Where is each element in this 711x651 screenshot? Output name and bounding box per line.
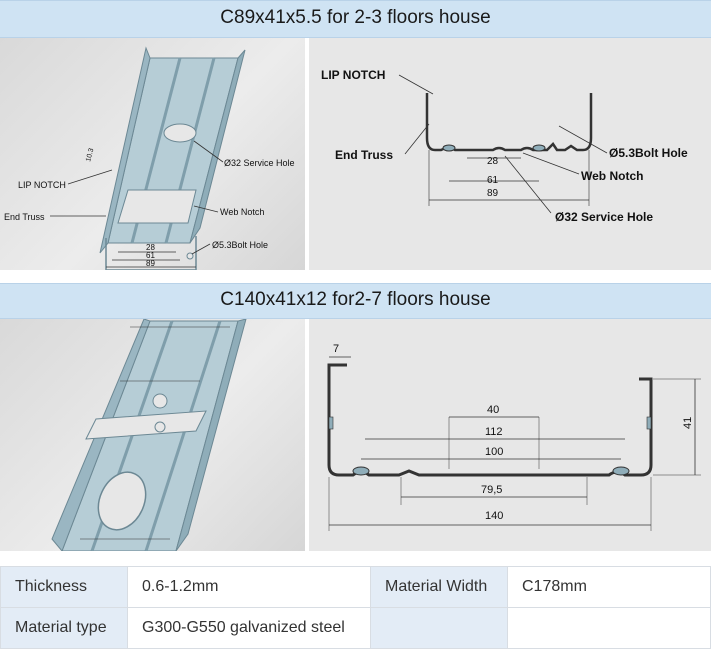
table-row: Material type G300-G550 galvanized steel: [0, 607, 711, 649]
iso1-bolt-hole-label: Ø5.3Bolt Hole: [212, 240, 268, 250]
xs1-dim-89: 89: [487, 188, 499, 199]
iso1-web-notch-label: Web Notch: [220, 207, 264, 217]
xs2-dim-100: 100: [485, 446, 503, 458]
xs2-dim-140: 140: [485, 510, 503, 522]
xs2-dim-112: 112: [485, 426, 503, 438]
iso1-dim-61: 61: [146, 251, 155, 260]
stud-end-profile: [105, 236, 197, 270]
section2-header: C140x41x12 for2-7 floors house: [0, 283, 711, 319]
section1-crosssection-drawing: LIP NOTCH End Truss Ø5.3Bolt Hole Web No…: [321, 68, 688, 224]
service-hole: [163, 123, 197, 143]
material-width-value: C178mm: [507, 566, 711, 608]
xs1-end-truss-label: End Truss: [335, 148, 393, 162]
material-width-label: Material Width: [370, 566, 508, 608]
section2-iso-panel: [0, 319, 305, 551]
section2-crosssection-drawing: 7 40 112 100 79,5 140 41: [327, 343, 701, 531]
iso1-end-truss-label: End Truss: [4, 212, 45, 222]
section1-iso-panel: LIP NOTCH End Truss Ø32 Service Hole Web…: [0, 38, 305, 270]
thickness-value: 0.6-1.2mm: [127, 566, 371, 608]
xs1-service-hole-label: Ø32 Service Hole: [555, 210, 653, 224]
empty-label: [370, 607, 508, 649]
c-profile: [327, 363, 653, 477]
iso1-dim-side: 10.3: [85, 147, 95, 162]
stud-right-flange: [189, 49, 246, 244]
material-type-label: Material type: [0, 607, 128, 649]
xs1-dim-28: 28: [487, 156, 499, 167]
service-slot: [97, 471, 147, 531]
web-notch-band: [85, 410, 207, 440]
xs1-dim-61: 61: [487, 175, 499, 186]
xs1-lip-notch-label: LIP NOTCH: [321, 68, 385, 82]
thickness-label: Thickness: [0, 566, 128, 608]
section1-header: C89x41x5.5 for 2-3 floors house: [0, 0, 711, 38]
iso1-dim-89: 89: [146, 259, 155, 268]
xs2-dim-40: 40: [487, 404, 499, 416]
section1-crosssection-panel: LIP NOTCH End Truss Ø5.3Bolt Hole Web No…: [309, 38, 711, 270]
xs1-web-notch-label: Web Notch: [581, 169, 643, 183]
table-row: Thickness 0.6-1.2mm Material Width C178m…: [0, 566, 711, 608]
c-profile: [425, 93, 593, 152]
stud-right-flange: [175, 319, 247, 551]
xs2-dim-795: 79,5: [481, 484, 502, 496]
bolt-hole: [154, 421, 166, 433]
iso1-dim-28: 28: [146, 243, 155, 252]
section2-iso-drawing: [51, 319, 247, 551]
section2-title: C140x41x12 for2-7 floors house: [220, 289, 491, 310]
iso1-lip-notch-label: LIP NOTCH: [18, 180, 66, 190]
section1-title: C89x41x5.5 for 2-3 floors house: [220, 7, 491, 28]
web-notch-band: [117, 189, 197, 224]
bolt-hole: [186, 252, 194, 260]
iso1-service-hole-label: Ø32 Service Hole: [224, 158, 295, 168]
empty-value: [507, 607, 711, 649]
specs-table: Thickness 0.6-1.2mm Material Width C178m…: [0, 566, 711, 649]
xs2-dim-41: 41: [682, 417, 694, 429]
material-type-value: G300-G550 galvanized steel: [127, 607, 371, 649]
section2-crosssection-panel: 7 40 112 100 79,5 140 41: [309, 319, 711, 551]
xs1-bolt-hole-label: Ø5.3Bolt Hole: [609, 146, 688, 160]
bolt-hole: [152, 393, 168, 409]
section1-iso-drawing: LIP NOTCH End Truss Ø32 Service Hole Web…: [4, 46, 295, 270]
xs2-dim-7: 7: [333, 343, 339, 355]
